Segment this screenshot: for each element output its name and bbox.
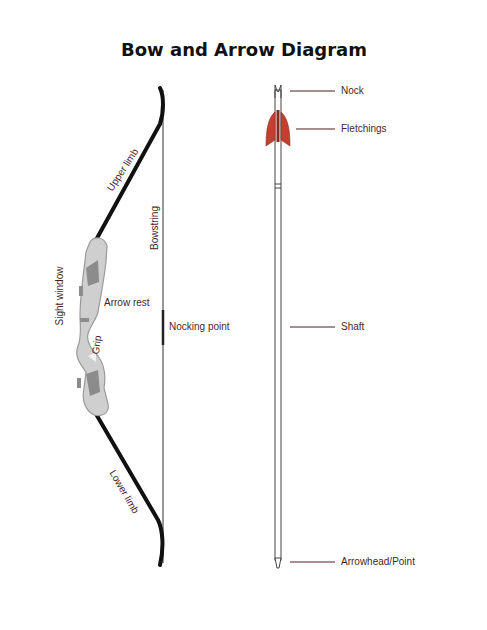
leader-line [290, 562, 335, 563]
bowstring-line [163, 90, 164, 563]
part-label: Bowstring [150, 206, 160, 250]
lower-limb [96, 414, 162, 565]
part-label: Fletchings [341, 124, 387, 134]
part-label: Lower limb [108, 469, 141, 516]
fletching-vane [277, 110, 280, 142]
part-label: Arrowhead/Point [341, 557, 415, 567]
arrowhead [275, 558, 281, 568]
leader-line [296, 129, 335, 130]
sight-window-mark [86, 260, 99, 286]
nocking-point-mark [162, 310, 165, 345]
riser-detail [79, 286, 83, 296]
part-label: Grip [91, 335, 104, 355]
fletching-vane [266, 112, 275, 146]
part-label: Nock [341, 86, 364, 96]
riser [77, 238, 109, 416]
arrow-shaft [275, 90, 281, 560]
leader-line [290, 91, 335, 92]
riser-detail [86, 370, 100, 396]
part-label: Shaft [341, 322, 364, 332]
part-label: Sight window [55, 267, 65, 326]
arrow-nock [275, 85, 281, 98]
part-label: Nocking point [169, 322, 230, 332]
crest-band [275, 184, 281, 185]
part-label: Arrow rest [104, 298, 150, 308]
leader-line [290, 327, 335, 328]
crest-band [275, 188, 281, 189]
riser-detail [77, 378, 81, 388]
diagram-title: Bow and Arrow Diagram [121, 41, 367, 59]
arrow-rest-mark [80, 318, 89, 322]
fletching-vane [281, 112, 290, 146]
